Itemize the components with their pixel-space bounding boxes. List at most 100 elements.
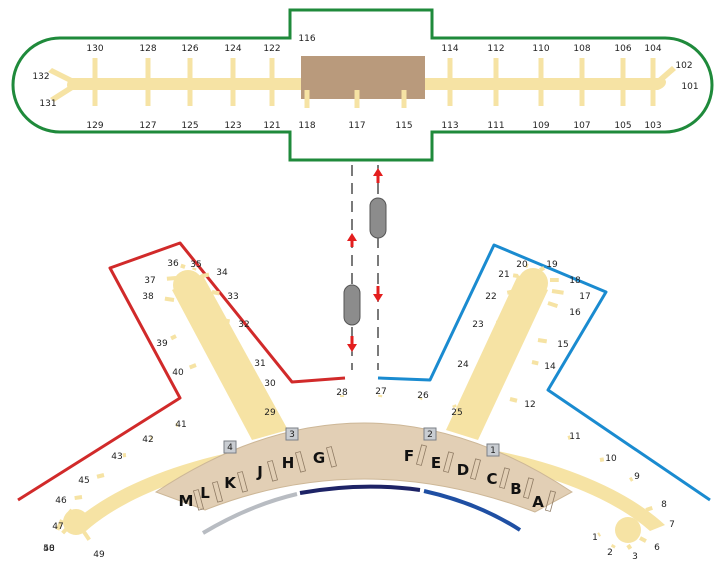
gate-stub: [639, 536, 647, 543]
curb-blue: [423, 489, 522, 532]
gate-stub: [650, 58, 656, 78]
counter-island: [211, 481, 223, 503]
gate-stub: [145, 58, 151, 78]
gate-stub: [401, 90, 407, 108]
gate-number: 14: [544, 362, 556, 372]
gate-stub: [269, 58, 275, 78]
pier-marker-badge: [223, 440, 237, 454]
gate-number: 113: [441, 121, 458, 131]
gate-stub: [452, 404, 457, 409]
counter-island: [498, 467, 510, 489]
gate-stub: [537, 338, 548, 344]
gate-number: 25: [451, 408, 462, 418]
gate-number: 124: [224, 44, 241, 54]
gate-stub: [645, 506, 653, 512]
gate-number: 128: [139, 44, 156, 54]
gate-number: 125: [181, 121, 198, 131]
arrow-down-icon: [347, 336, 357, 352]
gate-number: 101: [681, 82, 698, 92]
gate-stub: [55, 519, 64, 531]
gate-stub: [447, 90, 453, 106]
gate-stub: [538, 90, 544, 106]
gate-stub: [61, 523, 72, 535]
gate-number: 10: [605, 454, 617, 464]
right-pier: [446, 275, 548, 440]
gate-number: 30: [264, 379, 276, 389]
pier-marker-number: 2: [427, 430, 433, 440]
gate-stub: [234, 358, 244, 364]
gate-number: 15: [557, 340, 568, 350]
gate-number: 40: [172, 368, 184, 378]
gate-number: 115: [395, 121, 412, 131]
gate-number: 42: [142, 435, 153, 445]
gate-stub: [509, 397, 518, 403]
gate-number: 131: [39, 99, 56, 109]
gate-stub: [65, 508, 74, 517]
gate-stub: [551, 289, 564, 295]
right-pier-head: [518, 268, 548, 298]
left-pier-head: [173, 270, 203, 300]
gate-stub: [187, 90, 193, 106]
gate-number: 22: [485, 292, 496, 302]
checkin-zone-letter: M: [179, 492, 194, 510]
gate-number: 116: [298, 34, 315, 44]
gate-stub: [579, 58, 585, 78]
gate-stub: [354, 90, 360, 108]
checkin-zone-letter: E: [431, 454, 441, 472]
checkin-zone-letter: C: [486, 470, 497, 488]
counter-island: [522, 477, 534, 499]
gate-number: 49: [93, 550, 105, 560]
gate-number: 105: [614, 121, 631, 131]
pier-marker-number: 1: [490, 446, 496, 456]
gate-stub: [531, 360, 539, 366]
right-end-hub: [615, 517, 641, 543]
checkin-zone-letter: B: [510, 480, 521, 498]
gate-number: 107: [573, 121, 590, 131]
gate-number: 12: [524, 400, 535, 410]
gate-stub: [539, 266, 546, 272]
arrow-up-icon: [347, 233, 357, 247]
counter-island: [415, 444, 427, 466]
gate-stub: [496, 320, 507, 325]
train-car: [369, 197, 387, 239]
gate-number: 102: [675, 61, 692, 71]
gate-stub: [304, 90, 310, 108]
gate-stub: [656, 66, 676, 84]
gate-number: 104: [644, 44, 661, 54]
counter-island: [192, 489, 204, 511]
gate-stub: [512, 273, 519, 278]
gate-number: 48: [43, 544, 55, 554]
gate-number: 34: [216, 268, 228, 278]
counter-island: [325, 446, 337, 468]
checkin-zone-letter: J: [256, 463, 263, 481]
gate-stub: [599, 457, 605, 462]
gate-number: 127: [139, 121, 156, 131]
gate-number: 19: [546, 260, 558, 270]
gate-stub: [597, 532, 602, 537]
terminal-gate-stubs: [55, 263, 657, 550]
gate-stub: [192, 267, 197, 271]
gate-stub: [626, 543, 633, 550]
gate-stub: [480, 357, 491, 363]
gate-number: 114: [441, 44, 458, 54]
red-zone-outline: [17, 241, 346, 502]
gate-stub: [525, 263, 529, 268]
gate-number: 3: [632, 552, 638, 562]
counter-island: [469, 458, 481, 480]
gate-number: 16: [569, 308, 581, 318]
gate-number: 8: [661, 500, 667, 510]
gate-stub: [230, 58, 236, 78]
gate-stub: [50, 84, 76, 102]
gate-stub: [74, 495, 83, 501]
gate-stub: [221, 318, 231, 324]
gate-stub: [418, 396, 423, 401]
gate-number: 39: [156, 339, 168, 349]
gate-number: 38: [142, 292, 154, 302]
gate-number: 109: [532, 121, 549, 131]
gate-stub: [96, 473, 105, 479]
gate-number: 130: [86, 44, 103, 54]
gate-stub: [244, 378, 254, 384]
